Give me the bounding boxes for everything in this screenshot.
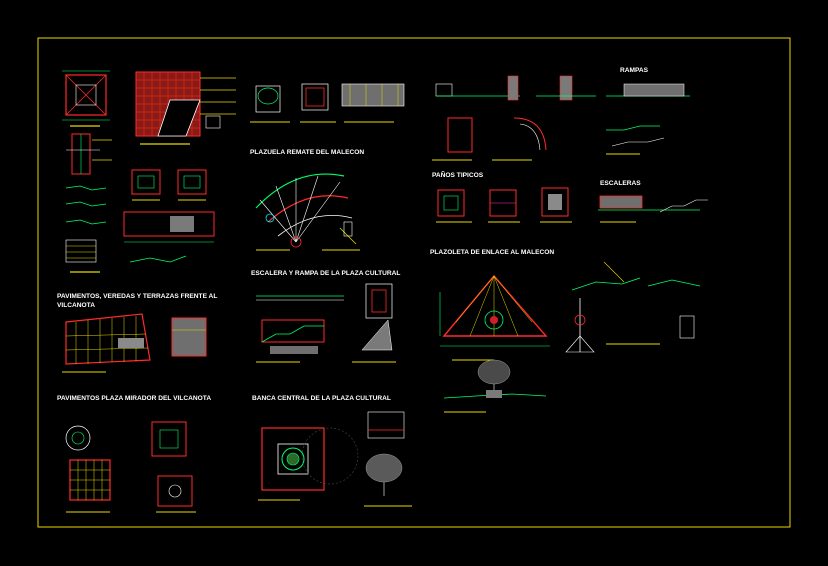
detail-central-bench-plan	[258, 411, 412, 507]
title-pavimentos-veredas-line1: PAVIMENTOS, VEREDAS Y TERRAZAS FRENTE AL	[57, 293, 217, 300]
detail-paving-plan-1	[62, 70, 110, 127]
detail-small-slabs	[123, 169, 215, 263]
title-plazuela-remate: PLAZUELA REMATE DEL MALECON	[250, 149, 364, 156]
title-panos-tipicos: PAÑOS TIPICOS	[432, 170, 484, 179]
detail-lamp-post-elevation	[565, 261, 701, 353]
drawing-frame	[37, 37, 791, 528]
detail-ramps	[606, 83, 690, 155]
detail-mirador-paving	[65, 421, 196, 513]
detail-radial-plaza-plan	[255, 173, 360, 251]
title-pavimentos-veredas-line2: VILCANOTA	[57, 302, 95, 309]
detail-top-center-sections	[250, 83, 405, 123]
detail-pavement-vilcanota	[62, 313, 207, 373]
title-pavimentos-mirador: PAVIMENTOS PLAZA MIRADOR DEL VILCANOTA	[57, 395, 211, 402]
title-plazoleta-enlace: PLAZOLETA DE ENLACE AL MALECON	[430, 249, 554, 256]
detail-tree-section	[443, 359, 547, 413]
detail-column-elevation	[65, 133, 112, 273]
title-escaleras: ESCALERAS	[600, 180, 641, 187]
detail-stair-ramp	[256, 283, 396, 363]
title-rampas: RAMPAS	[620, 67, 649, 74]
detail-top-right-sections	[432, 75, 596, 161]
title-escalera-rampa: ESCALERA Y RAMPA DE LA PLAZA CULTURAL	[251, 270, 400, 277]
detail-typical-panels	[436, 187, 572, 223]
detail-stairs	[598, 195, 708, 223]
detail-hatched-corner	[135, 71, 236, 145]
detail-link-plaza-triangle	[439, 274, 550, 361]
title-banca-central: BANCA CENTRAL DE LA PLAZA CULTURAL	[252, 395, 391, 402]
